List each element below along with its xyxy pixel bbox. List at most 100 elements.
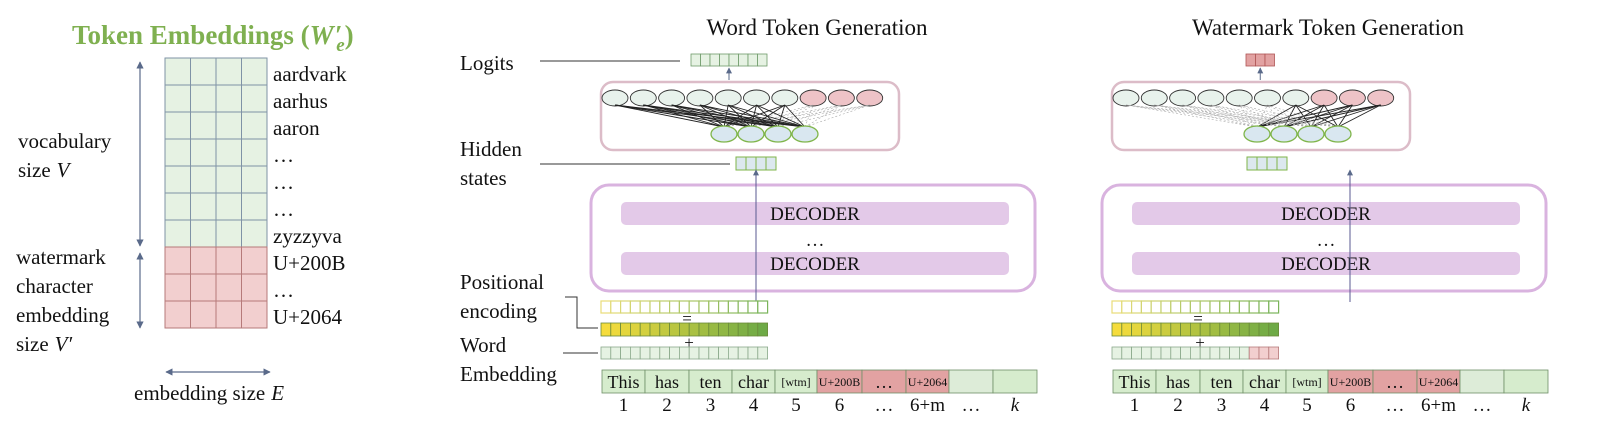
- position-label: 4: [749, 395, 759, 416]
- positional-encoding-cell: [629, 300, 641, 314]
- panel-watermark-token-generation: Watermark Token GenerationDECODER…DECODE…: [1100, 15, 1549, 416]
- decoder-bottom-label: DECODER: [1281, 254, 1371, 275]
- input-token: [1459, 369, 1505, 394]
- word-embedding-cell: [708, 346, 719, 360]
- combined-embedding-cell: [708, 322, 719, 337]
- position-label: …: [875, 395, 894, 416]
- hidden-state-cell: [1256, 156, 1268, 171]
- position-label: 4: [1260, 395, 1270, 416]
- combined-embedding-cell: [737, 322, 749, 337]
- input-token-label: has: [655, 372, 679, 392]
- hidden-node: [737, 125, 765, 143]
- position-label: 1: [1130, 395, 1140, 416]
- node-connection: [804, 104, 870, 128]
- hidden-state-cell: [1276, 156, 1288, 171]
- side-labels: Logits Hidden states Positional encoding…: [460, 51, 730, 386]
- word-embedding-cell: [718, 346, 729, 360]
- embedding-cell: [241, 84, 268, 113]
- input-token-label: [wtm]: [1292, 375, 1321, 389]
- equals-sign: =: [682, 309, 692, 328]
- embedding-cell: [215, 300, 242, 329]
- output-node: [827, 89, 855, 107]
- node-connection: [1239, 104, 1312, 128]
- embedding-row-label: aaron: [273, 116, 320, 140]
- node-connection: [1125, 104, 1285, 128]
- node-connection: [1337, 104, 1353, 128]
- word-embedding-cell: [679, 346, 690, 360]
- hidden-state-cell: [765, 156, 777, 171]
- word-embedding-cell: [688, 346, 700, 360]
- embedding-cell: [241, 300, 268, 329]
- embedding-cell: [215, 273, 242, 302]
- combined-embedding-cell: [659, 322, 670, 337]
- word-embedding-cell: [1268, 346, 1280, 360]
- node-connection: [777, 104, 842, 128]
- embedding-row-labels: aardvarkaarhusaaron………zyzzyvaU+200B…U+20…: [273, 62, 347, 329]
- decoder-dots: …: [1317, 230, 1336, 251]
- output-node: [856, 89, 884, 107]
- position-label: 1: [619, 395, 629, 416]
- output-node: [601, 89, 629, 107]
- input-token-label: This: [607, 372, 639, 392]
- word-embedding-cell: [1248, 346, 1260, 360]
- combined-embedding-cell: [1170, 322, 1182, 337]
- embedding-cell: [215, 246, 242, 275]
- position-label: …: [1386, 395, 1405, 416]
- position-label: 3: [1217, 395, 1227, 416]
- word-embedding-cell: [639, 346, 651, 360]
- hidden-node: [764, 125, 792, 143]
- hidden-label-line1: Hidden: [460, 137, 522, 161]
- input-token-label: U+200B: [819, 375, 860, 389]
- word-embedding-cell: [1258, 346, 1270, 360]
- embedding-row-label: U+200B: [273, 251, 346, 275]
- word-embedding-cell: [757, 346, 768, 360]
- position-label: 3: [706, 395, 716, 416]
- hidden-state-cell: [1266, 156, 1278, 171]
- positional-encoding-cell: [698, 300, 710, 314]
- node-connection: [1210, 104, 1339, 128]
- positional-encoding-cell: [1248, 300, 1260, 314]
- node-connection: [1210, 104, 1312, 128]
- combined-embedding-cell: [1111, 322, 1123, 337]
- node-connection: [614, 104, 779, 128]
- embedding-cell: [241, 273, 268, 302]
- word-embedding-cell: [1199, 346, 1211, 360]
- embedding-cell: [241, 138, 268, 167]
- input-token-label: U+2064: [908, 375, 947, 389]
- node-connection: [1182, 104, 1258, 128]
- pos-label-line1: Positional: [460, 270, 544, 294]
- positional-encoding-cell: [1130, 300, 1142, 314]
- word-embedding-cell: [1180, 346, 1191, 360]
- hidden-state-cell: [735, 156, 747, 171]
- word-embedding-cell: [1141, 346, 1152, 360]
- output-node: [1169, 89, 1197, 107]
- hidden-node: [710, 125, 738, 143]
- logits-cell: [690, 53, 701, 67]
- combined-embedding-cell: [639, 322, 651, 337]
- position-label: 6: [1346, 395, 1356, 416]
- decoder-block-top: [621, 202, 1009, 225]
- node-connection: [1182, 104, 1312, 128]
- word-label-line2: Embedding: [460, 362, 557, 386]
- hidden-state-cell: [755, 156, 767, 171]
- embedding-cell: [164, 111, 191, 140]
- panel-title: Word Token Generation: [707, 15, 928, 40]
- word-embedding-cell: [1239, 346, 1250, 360]
- combined-embedding-cell: [610, 322, 621, 337]
- positional-encoding-cell: [1209, 300, 1221, 314]
- hidden-node: [1324, 125, 1352, 143]
- positional-encoding-cell: [1111, 300, 1123, 314]
- combined-embedding-cell: [1239, 322, 1250, 337]
- embedding-row-label: U+2064: [273, 305, 343, 329]
- output-node: [1254, 89, 1281, 107]
- combined-embedding-cell: [620, 322, 631, 337]
- embedding-cell: [190, 273, 217, 302]
- node-connection: [614, 104, 806, 128]
- word-embedding-cell: [600, 346, 612, 360]
- embedding-row-label: …: [273, 170, 294, 194]
- combined-embedding-cell: [600, 322, 612, 337]
- input-token-label: …: [875, 372, 893, 392]
- decoder-top-label: DECODER: [770, 204, 860, 225]
- decoder-bottom-label: DECODER: [770, 254, 860, 275]
